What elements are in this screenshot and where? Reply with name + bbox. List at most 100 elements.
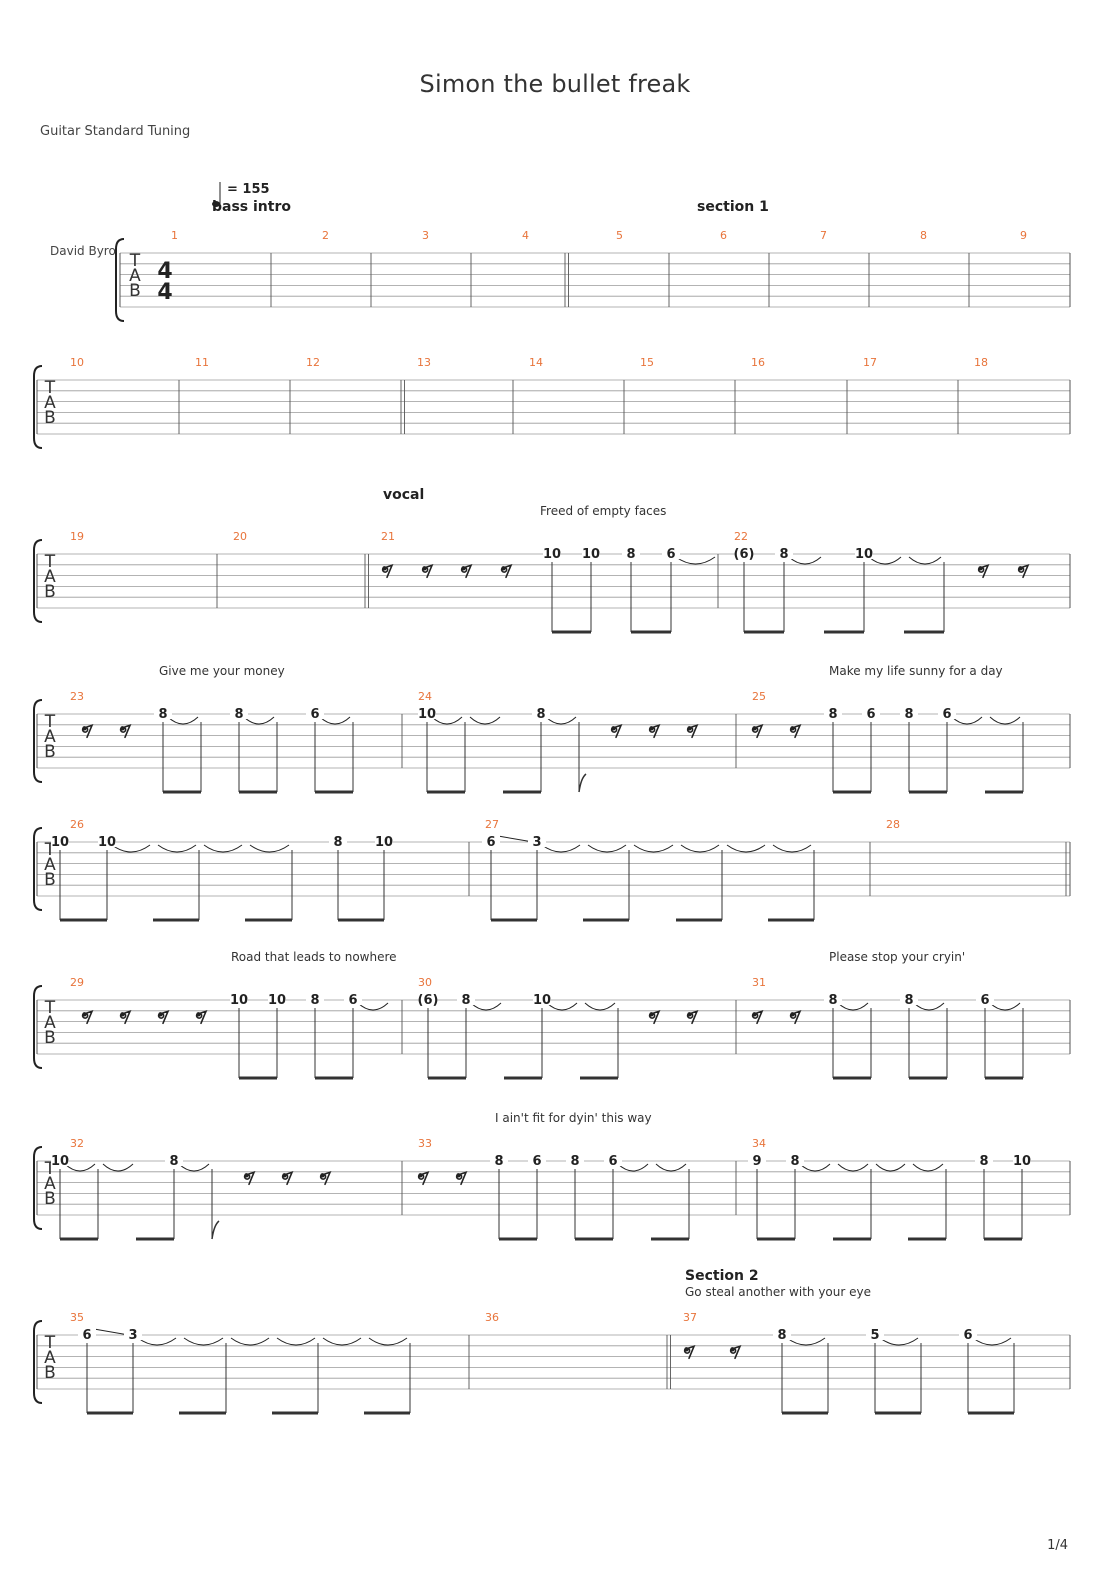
tie	[368, 1337, 408, 1346]
tab-clef-a: A	[129, 266, 141, 286]
fret-number: 8	[979, 1154, 988, 1169]
fret-number: 8	[570, 1154, 579, 1169]
section-marker: Section 2	[685, 1268, 759, 1284]
fret-number: 10	[1013, 1154, 1031, 1169]
lyric: Go steal another with your eye	[685, 1285, 871, 1299]
fret-number: 5	[870, 1328, 879, 1343]
fret-number: 8	[169, 1154, 178, 1169]
measure-number: 15	[640, 356, 654, 369]
eighth-rest-dot	[244, 1173, 249, 1178]
tempo-value: = 155	[227, 182, 270, 197]
tie	[951, 716, 983, 725]
system-bracket	[33, 365, 43, 449]
tie	[111, 844, 151, 853]
system-bracket	[33, 827, 43, 911]
fret-number: 10	[582, 547, 600, 562]
system-bracket	[33, 699, 43, 783]
tie	[837, 1002, 869, 1011]
fret-number: 9	[752, 1154, 761, 1169]
fret-mask	[735, 547, 753, 559]
tie	[178, 1163, 210, 1172]
measure-number: 11	[195, 356, 209, 369]
fret-mask	[124, 1328, 142, 1340]
tie	[183, 1337, 224, 1346]
measure-number: 8	[920, 229, 927, 242]
tab-clef-a: A	[44, 1348, 56, 1368]
eighth-rest-dot	[501, 566, 506, 571]
fret-number: (6)	[418, 993, 439, 1008]
fret-number: 10	[98, 835, 116, 850]
fret-mask	[855, 547, 873, 559]
fret-number: 10	[230, 993, 248, 1008]
measure-number: 6	[720, 229, 727, 242]
tie	[469, 716, 501, 725]
time-signature-bottom: 4	[157, 280, 172, 305]
measure-number: 17	[863, 356, 877, 369]
lyric: Make my life sunny for a day	[829, 664, 1003, 678]
tab-clef-a: A	[44, 727, 56, 747]
measure-number: 23	[70, 690, 84, 703]
fret-mask	[824, 707, 842, 719]
fret-number: 8	[310, 993, 319, 1008]
measure-number: 34	[752, 1137, 766, 1150]
tab-clef-a: A	[44, 855, 56, 875]
tie	[587, 844, 627, 853]
measure-number: 20	[233, 530, 247, 543]
tie	[912, 1163, 944, 1172]
fret-number: 8	[779, 547, 788, 562]
measure-number: 12	[306, 356, 320, 369]
tab-clef-t: T	[44, 712, 56, 732]
tie	[319, 716, 351, 725]
tie	[726, 844, 766, 853]
measure-number: 33	[418, 1137, 432, 1150]
measure-number: 30	[418, 976, 432, 989]
tab-clef-b: B	[129, 281, 141, 301]
measure-number: 25	[752, 690, 766, 703]
measure-number: 7	[820, 229, 827, 242]
slide	[497, 835, 534, 843]
measure-number: 35	[70, 1311, 84, 1324]
fret-mask	[230, 707, 248, 719]
fret-number: 8	[461, 993, 470, 1008]
measure-number: 21	[381, 530, 395, 543]
fret-mask	[900, 993, 918, 1005]
fret-number: 8	[494, 1154, 503, 1169]
tie	[972, 1337, 1012, 1346]
fret-mask	[773, 1328, 791, 1340]
eighth-rest-dot	[418, 1173, 423, 1178]
fret-number: 10	[533, 993, 551, 1008]
tie	[64, 1163, 96, 1172]
eighth-rest-dot	[158, 1012, 163, 1017]
fret-number: 6	[980, 993, 989, 1008]
eighth-rest-dot	[752, 1012, 757, 1017]
tie	[788, 556, 822, 565]
eighth-rest-dot	[687, 726, 692, 731]
tie	[167, 716, 199, 725]
tab-clef-b: B	[44, 1363, 56, 1383]
fret-number: 6	[310, 707, 319, 722]
fret-mask	[786, 1154, 804, 1166]
fret-number: (6)	[734, 547, 755, 562]
fret-number: 8	[904, 707, 913, 722]
measure-number: 22	[734, 530, 748, 543]
tie	[772, 844, 812, 853]
fret-number: 6	[532, 1154, 541, 1169]
fret-number: 3	[532, 835, 541, 850]
fret-number: 8	[234, 707, 243, 722]
tab-clef-t: T	[129, 251, 141, 271]
fret-mask	[98, 835, 116, 847]
tie	[655, 1163, 687, 1172]
fret-mask	[528, 835, 546, 847]
fret-mask	[532, 707, 550, 719]
tempo-marking: = 155	[212, 182, 270, 207]
eighth-rest-dot	[752, 726, 757, 731]
fret-mask	[775, 547, 793, 559]
song-title: Simon the bullet freak	[419, 70, 691, 98]
fret-mask	[306, 707, 324, 719]
tie	[633, 844, 674, 853]
